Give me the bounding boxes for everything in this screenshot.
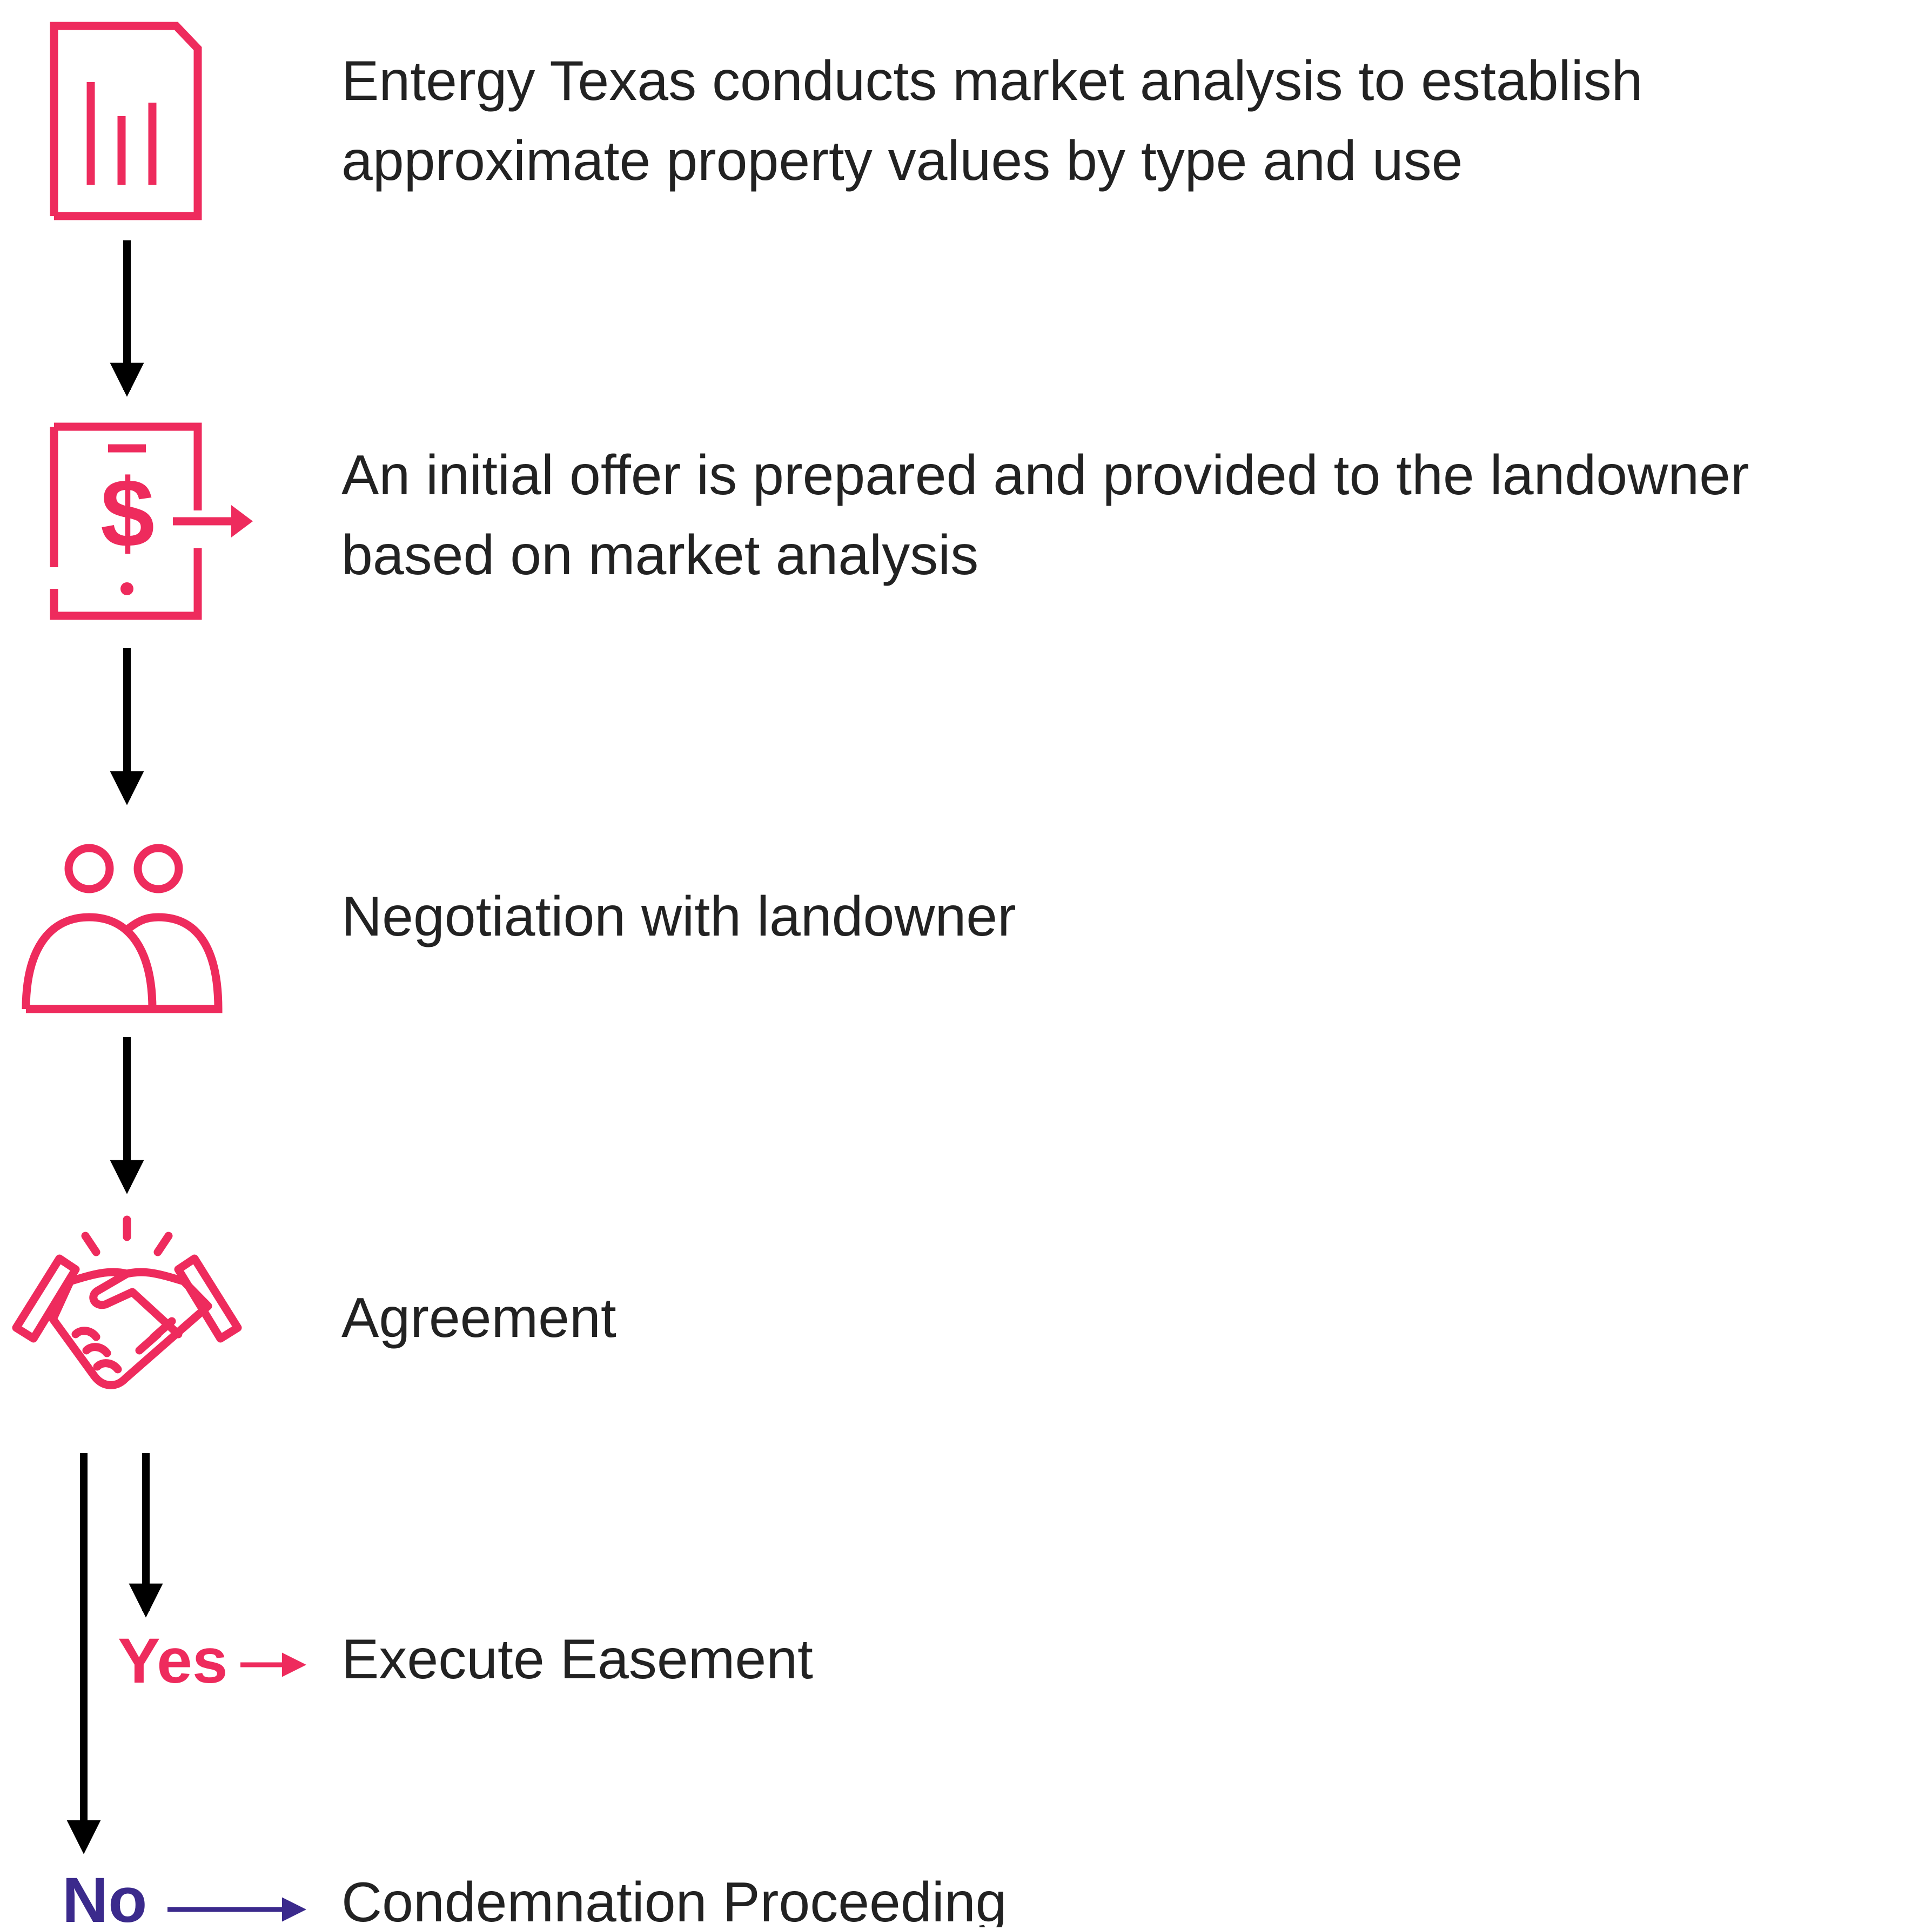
step-1-line-1: Entergy Texas conducts market analysis t… — [341, 50, 1643, 112]
step-2-line-2: based on market analysis — [341, 524, 978, 587]
report-chart-icon — [50, 22, 202, 220]
condemnation-proceeding-text: Condemnation Proceeding — [341, 1871, 1007, 1927]
people-icon — [22, 844, 223, 1013]
execute-easement-text: Execute Easement — [341, 1628, 813, 1691]
yes-label: Yes — [118, 1625, 227, 1697]
step-1-line-2: approximate property values by type and … — [341, 130, 1463, 192]
step-2-line-1: An initial offer is prepared and provide… — [341, 444, 1749, 507]
svg-text:$: $ — [100, 459, 155, 568]
step-4-text: Agreement — [341, 1287, 616, 1349]
step-3-text: Negotiation with landowner — [341, 885, 1016, 948]
handshake-icon — [12, 1215, 242, 1389]
dollar-offer-icon: $ — [50, 422, 253, 620]
no-label: No — [62, 1865, 147, 1927]
